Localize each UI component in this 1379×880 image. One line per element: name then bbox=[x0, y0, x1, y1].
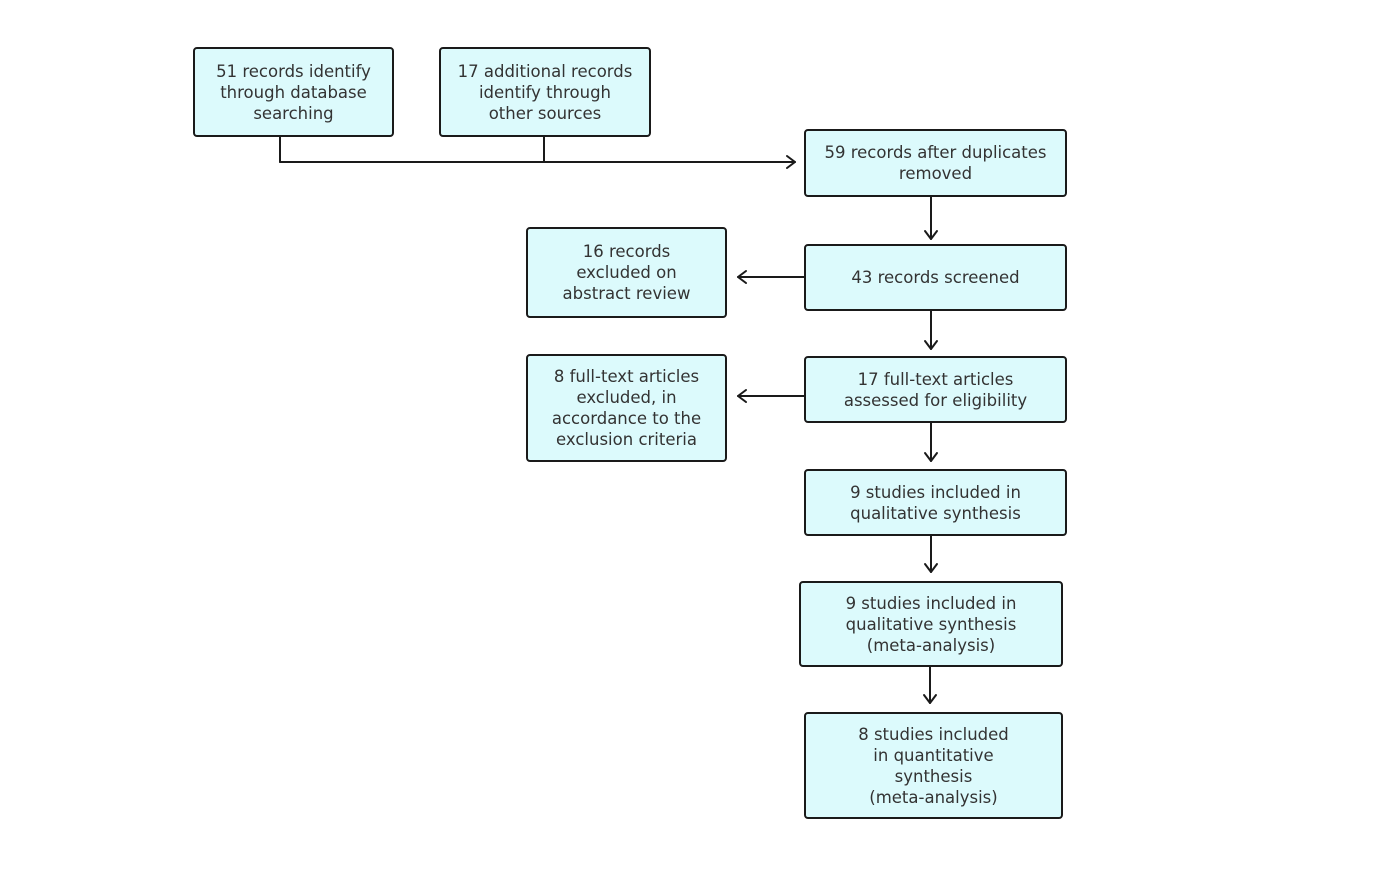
arrowhead-to-qualitative-meta-icon bbox=[924, 563, 938, 573]
box-excluded-abstract-review: 16 records excluded on abstract review bbox=[526, 227, 727, 318]
arrowhead-to-quantitative-icon bbox=[923, 694, 937, 704]
box-records-screened: 43 records screened bbox=[804, 244, 1067, 311]
box-fulltext-assessed: 17 full-text articles assessed for eligi… bbox=[804, 356, 1067, 423]
box-fulltext-excluded: 8 full-text articles excluded, in accord… bbox=[526, 354, 727, 462]
arrowhead-to-screened-icon bbox=[924, 230, 938, 240]
box-after-duplicates: 59 records after duplicates removed bbox=[804, 129, 1067, 197]
arrowhead-to-fulltext-icon bbox=[924, 340, 938, 350]
arrowhead-to-duplicates-icon bbox=[786, 155, 796, 169]
box-database-records: 51 records identify through database sea… bbox=[193, 47, 394, 137]
box-quantitative-synthesis: 8 studies included in quantitative synth… bbox=[804, 712, 1063, 819]
box-qualitative-meta-analysis: 9 studies included in qualitative synthe… bbox=[799, 581, 1063, 667]
arrowhead-to-fulltext-excluded-icon bbox=[737, 389, 747, 403]
box-other-sources-records: 17 additional records identify through o… bbox=[439, 47, 651, 137]
arrowhead-to-qualitative-icon bbox=[924, 452, 938, 462]
box-qualitative-synthesis: 9 studies included in qualitative synthe… bbox=[804, 469, 1067, 536]
arrowhead-to-excluded-abstract-icon bbox=[737, 270, 747, 284]
